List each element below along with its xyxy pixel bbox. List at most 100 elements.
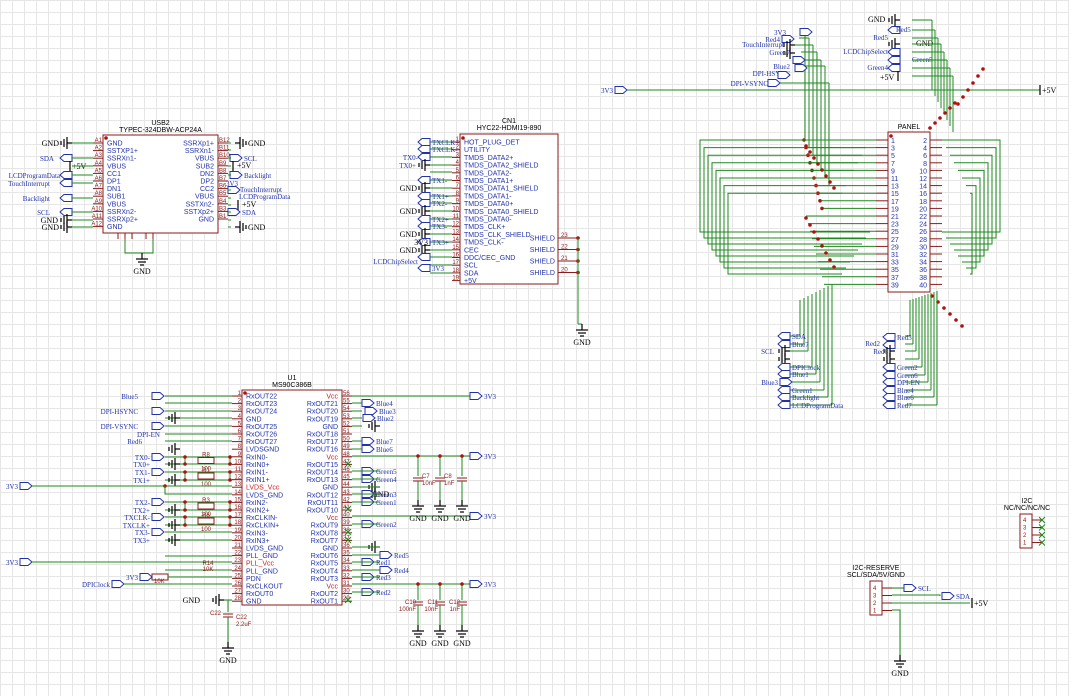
pin-number: 18 bbox=[452, 268, 459, 274]
pin-number: 33 bbox=[891, 260, 899, 267]
net-name: TX3- bbox=[135, 529, 151, 537]
capacitor-value: 100nF bbox=[399, 607, 416, 613]
net-name: SDA bbox=[792, 333, 806, 341]
junction-dot bbox=[960, 324, 964, 328]
net-flag-shape bbox=[941, 592, 955, 600]
pin-name: SHIELD bbox=[530, 270, 555, 277]
net-name: Green7 bbox=[769, 49, 790, 57]
pin-name: RxOUT0 bbox=[246, 591, 273, 598]
pin-number: 11 bbox=[453, 214, 460, 220]
net-name: Blue7 bbox=[376, 438, 393, 446]
junction-dot bbox=[812, 156, 816, 160]
junction-dot bbox=[228, 455, 232, 459]
u1-body bbox=[241, 389, 343, 606]
pin-number: 3 bbox=[873, 594, 877, 600]
pin-number: 14 bbox=[919, 184, 927, 191]
net-name: +5V bbox=[242, 200, 257, 209]
pin-number: B6 bbox=[219, 184, 227, 190]
net-name: LCDProgramData bbox=[792, 402, 844, 410]
net-flag: 3V3 bbox=[469, 580, 497, 589]
pin-number: 40 bbox=[919, 282, 927, 289]
net-name: DPI-HSYNC bbox=[101, 408, 139, 416]
gnd-symbol: GND bbox=[235, 137, 266, 149]
pin-name: HOT_PLUG_DET bbox=[464, 140, 520, 147]
pin-name: RxIN2+ bbox=[246, 508, 270, 515]
net-flag-shape bbox=[379, 551, 393, 559]
wire bbox=[892, 609, 901, 655]
pin-name: RxIN1+ bbox=[246, 477, 270, 484]
capacitor-ref: C11 bbox=[427, 600, 438, 606]
net-flag bbox=[779, 378, 793, 386]
net-name: SCL bbox=[918, 585, 931, 593]
gnd-symbol: GND bbox=[453, 625, 471, 648]
pin-number: 36 bbox=[343, 543, 350, 549]
pin-number: 34 bbox=[343, 558, 350, 564]
resistor-value: 100 bbox=[201, 527, 212, 533]
net-flag-shape bbox=[882, 378, 896, 386]
net-name: Red2 bbox=[865, 340, 880, 348]
wire bbox=[962, 177, 981, 263]
net-name: 3V3 bbox=[226, 180, 239, 188]
net-flag: Green6 bbox=[882, 371, 918, 380]
pin-name: TMDS_DATA1- bbox=[464, 193, 512, 200]
net-name: TXCLK+ bbox=[123, 522, 150, 530]
pin-number: 33 bbox=[343, 566, 350, 572]
junction-dot bbox=[183, 478, 187, 482]
net-flag: Red2 bbox=[361, 588, 391, 597]
wire bbox=[723, 185, 846, 269]
net-name: Red3 bbox=[897, 334, 912, 342]
junction-dot bbox=[243, 391, 247, 395]
net-flag: Green2 bbox=[361, 520, 397, 529]
wire bbox=[124, 239, 154, 254]
net-flag: Red3 bbox=[361, 573, 391, 582]
net-name: SCL bbox=[37, 209, 50, 217]
net-name: DPI-HSYNC bbox=[753, 70, 791, 78]
gnd-label: GND bbox=[409, 514, 427, 523]
net-name: Green5 bbox=[376, 468, 397, 476]
junction-dot bbox=[183, 470, 187, 474]
pin-name: UTILITY bbox=[464, 147, 490, 154]
pin-number: 23 bbox=[234, 558, 241, 564]
gnd-label: GND bbox=[409, 639, 427, 648]
pin-number: 50 bbox=[343, 437, 350, 443]
pin-name: SSRXn1- bbox=[185, 148, 215, 155]
junction-dot bbox=[820, 244, 824, 248]
pin-number: 22 bbox=[561, 245, 568, 251]
pin-number: 17 bbox=[891, 199, 899, 206]
pin-number: 13 bbox=[891, 184, 899, 191]
pin-number: B1 bbox=[219, 214, 227, 220]
pin-name: RxCLKOUT bbox=[246, 584, 284, 591]
pin-number: A7 bbox=[95, 184, 103, 190]
junction-dot bbox=[228, 523, 232, 527]
net-name: Red4 bbox=[394, 567, 409, 575]
pin-name: SSRXp1+ bbox=[183, 141, 214, 148]
junction-dot bbox=[943, 111, 947, 115]
net-flag: DPIClock bbox=[777, 363, 821, 372]
usb-ref: USB2 bbox=[151, 120, 169, 127]
hdmi-part: HYC22-HDMI19-890 bbox=[477, 125, 542, 132]
pin-number: 5 bbox=[238, 421, 242, 427]
net-name: 3V3 bbox=[484, 513, 497, 521]
pin-number: 35 bbox=[343, 551, 350, 557]
pin-name: SCL bbox=[464, 263, 478, 270]
usb-body bbox=[102, 134, 219, 234]
net-flag-shape bbox=[227, 208, 241, 216]
capacitor-ref: C12 bbox=[449, 600, 461, 606]
junction-dot bbox=[966, 88, 970, 92]
net-name: Blue3 bbox=[379, 408, 396, 416]
panel-ref: PANEL bbox=[898, 124, 921, 131]
pin-number: 1 bbox=[238, 391, 242, 397]
net-flag bbox=[777, 71, 791, 79]
pin-number: 19 bbox=[234, 528, 241, 534]
net-name: Red5 bbox=[896, 26, 911, 34]
resistor-ref: R8 bbox=[202, 453, 210, 459]
wire bbox=[954, 162, 989, 251]
net-flag-shape bbox=[903, 584, 917, 592]
pin-number: 24 bbox=[919, 222, 927, 229]
net-name: TX2+ bbox=[432, 216, 449, 224]
net-name: GND bbox=[41, 216, 59, 225]
pin-number: 24 bbox=[234, 566, 241, 572]
